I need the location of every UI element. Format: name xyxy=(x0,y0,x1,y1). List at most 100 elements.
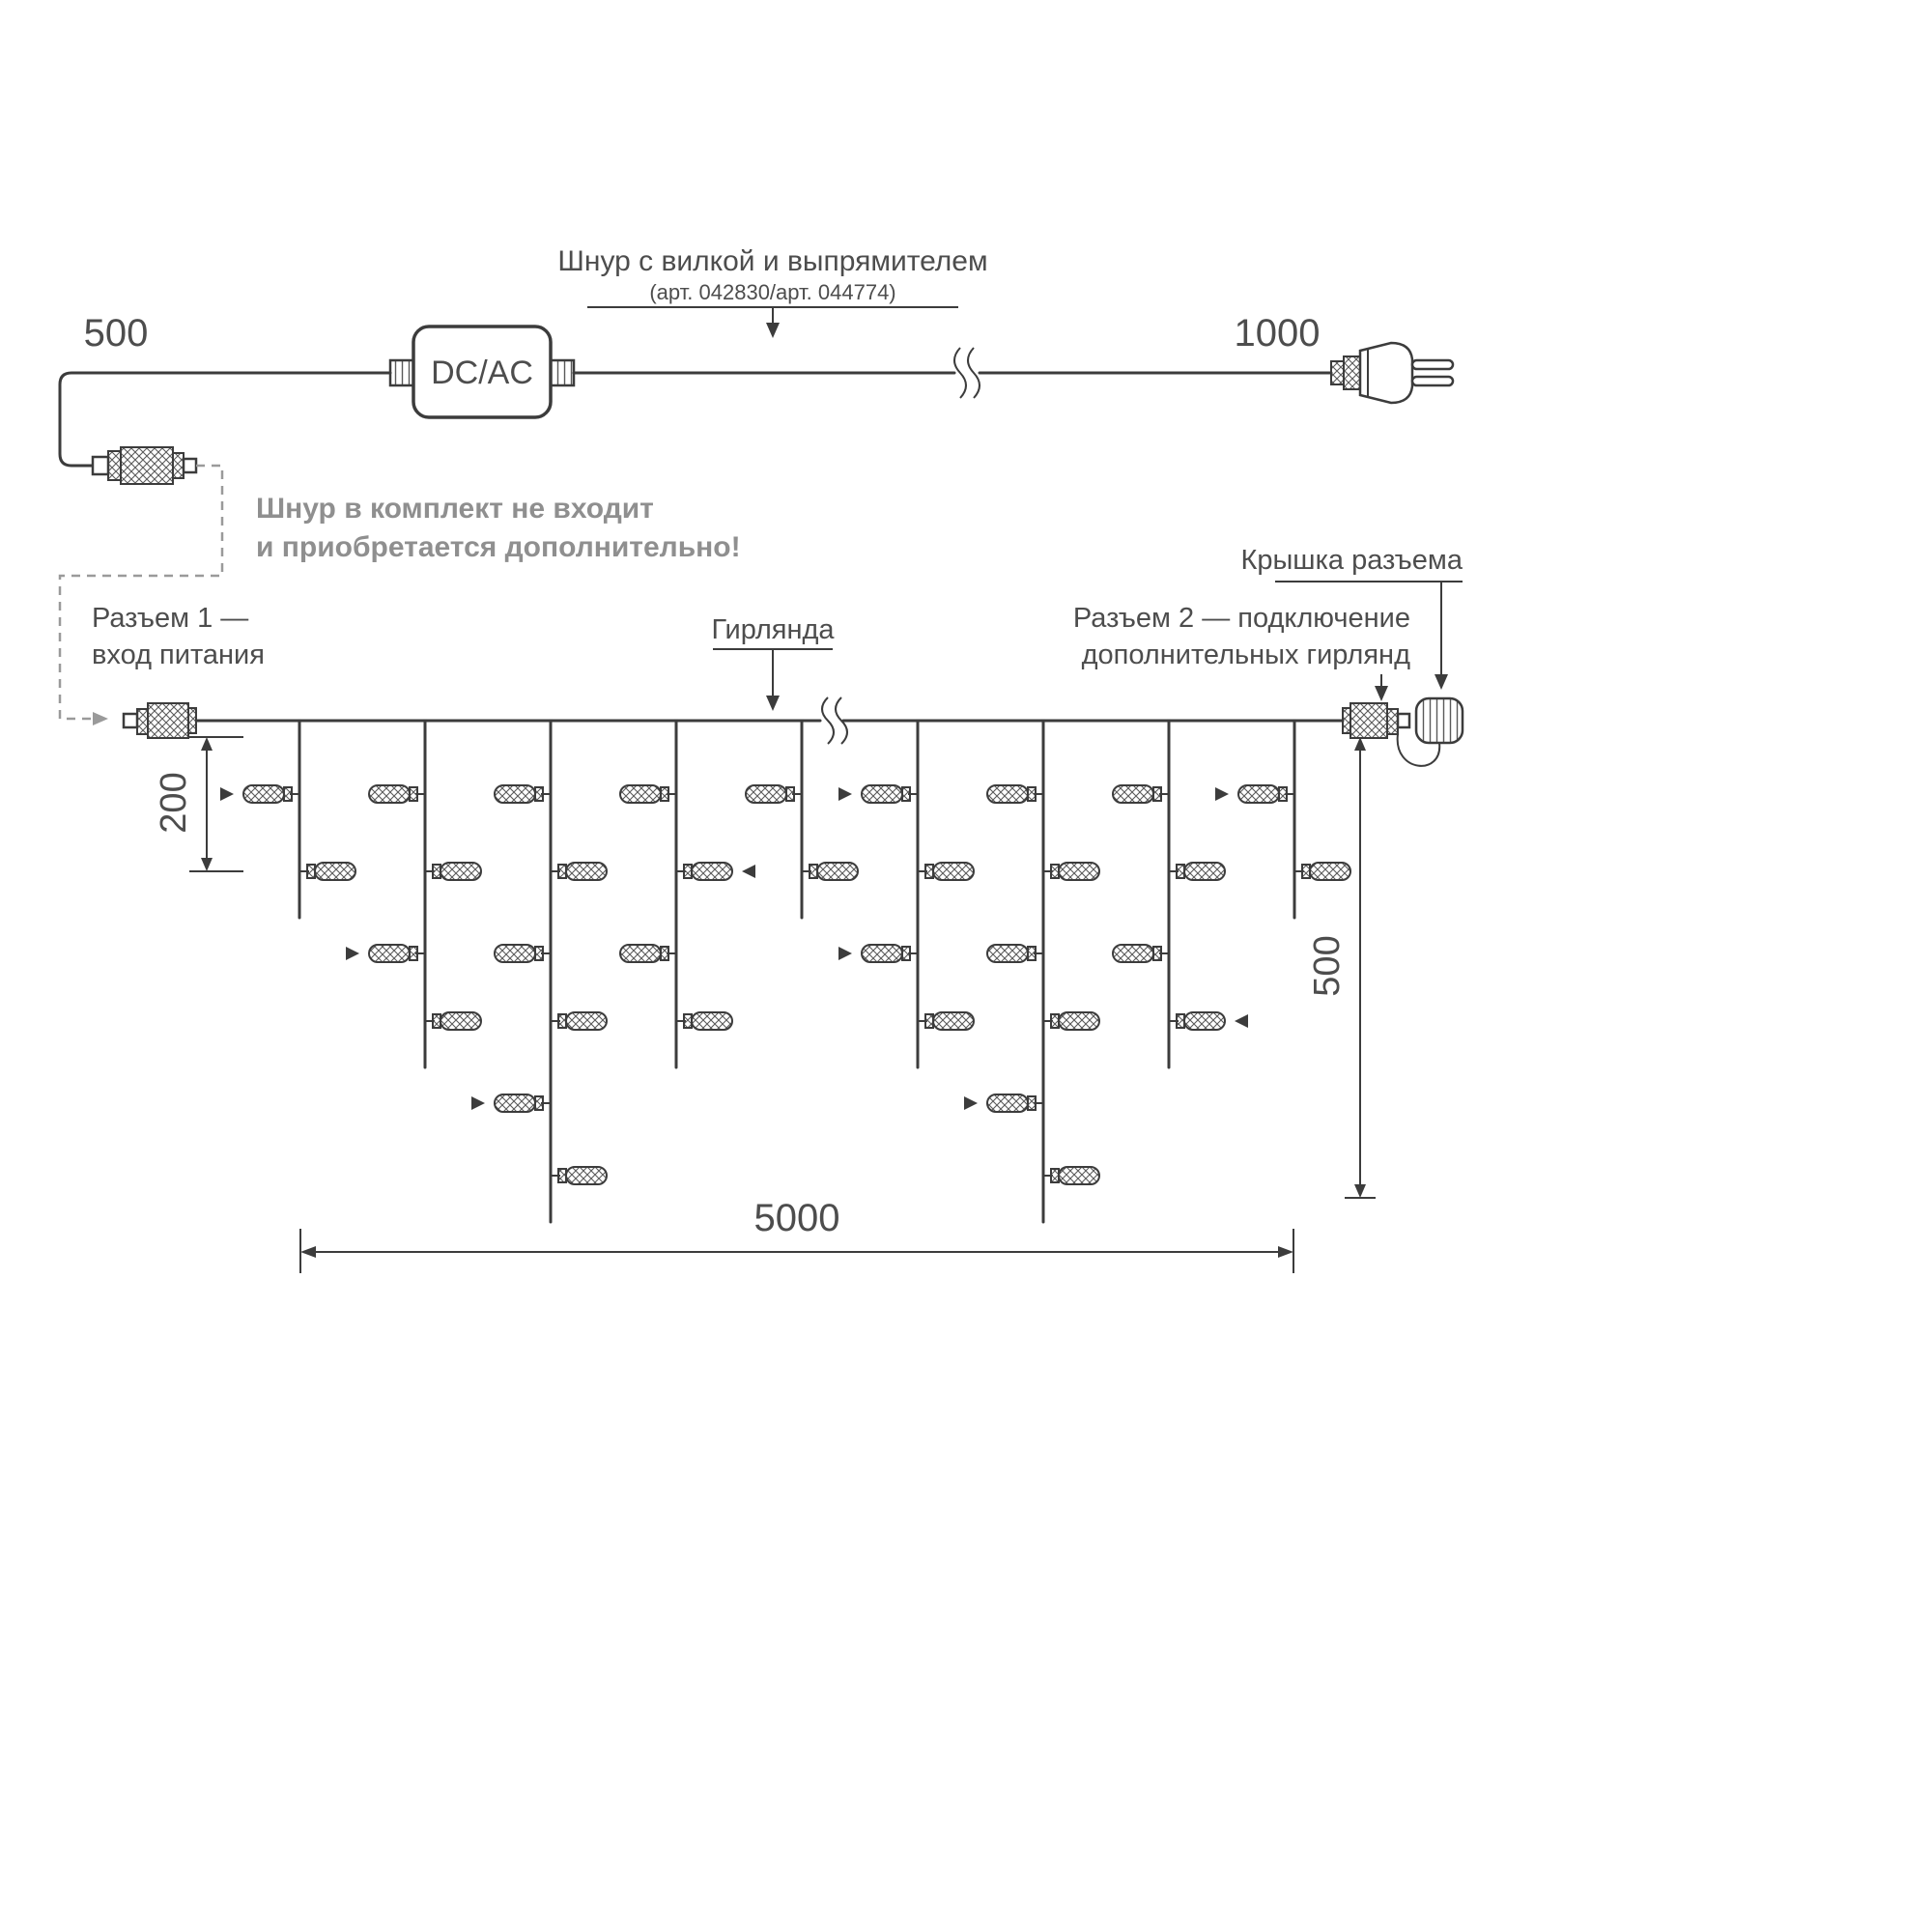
connector2-label-line2: дополнительных гирлянд xyxy=(1081,639,1410,670)
lamp-socket xyxy=(557,864,567,879)
dim-label-1000-cord: 1000 xyxy=(1234,312,1321,355)
lamp-socket xyxy=(1050,1013,1060,1029)
lamp-icon xyxy=(494,1094,536,1113)
lamp-icon xyxy=(745,784,787,804)
arrow-down-icon xyxy=(201,858,213,871)
arrow-right-icon xyxy=(1278,1246,1293,1258)
lamp-socket xyxy=(1278,786,1288,802)
lamp-socket xyxy=(924,864,934,879)
lamp-icon xyxy=(1112,784,1154,804)
connector-body xyxy=(120,446,174,485)
icicle-drop xyxy=(619,719,755,1069)
lamp-icon xyxy=(1058,1166,1100,1185)
lamp-socket xyxy=(557,1168,567,1183)
dcac-box xyxy=(412,325,553,419)
cap-tether xyxy=(1396,733,1441,767)
lamp-socket xyxy=(306,864,316,879)
lamp-icon xyxy=(619,784,662,804)
lamp-socket xyxy=(1027,786,1037,802)
connector-ring xyxy=(1386,708,1399,735)
connector-tail xyxy=(91,455,110,476)
lamp-icon xyxy=(986,1094,1029,1113)
wire-break-icon xyxy=(821,696,848,745)
connector2-label-line1: Разъем 2 — подключение xyxy=(1072,603,1410,634)
lamp-direction-marker-icon xyxy=(742,865,755,878)
connector-ring xyxy=(187,707,197,734)
lamp-socket xyxy=(534,786,544,802)
plug-prong xyxy=(1410,358,1455,371)
lamp-socket xyxy=(1176,864,1185,879)
lamp-socket xyxy=(283,786,293,802)
lamp-icon xyxy=(494,944,536,963)
arrow-down-icon xyxy=(766,323,780,338)
icicle-drop xyxy=(964,719,1100,1224)
icicle-drop xyxy=(745,719,859,920)
lamp-direction-marker-icon xyxy=(1215,787,1229,801)
lamp-socket xyxy=(901,946,911,961)
lamp-icon xyxy=(368,944,411,963)
dcac-left-nub xyxy=(388,358,415,387)
dim-label-200: 200 xyxy=(154,772,195,834)
cord-wire-left xyxy=(58,371,392,468)
dim-label-500-cord: 500 xyxy=(83,312,149,355)
lamp-socket xyxy=(901,786,911,802)
arrow-up-icon xyxy=(1354,737,1366,751)
lamp-socket xyxy=(1050,864,1060,879)
dim-label-500-drop: 500 xyxy=(1307,935,1349,997)
connector-ring xyxy=(172,452,185,479)
lamp-icon xyxy=(861,784,903,804)
lamp-socket xyxy=(557,1013,567,1029)
lamp-icon xyxy=(986,784,1029,804)
connector-ring xyxy=(107,450,122,481)
lamp-socket xyxy=(1027,946,1037,961)
lamp-icon xyxy=(1237,784,1280,804)
connector1-label-line2: вход питания xyxy=(92,639,265,670)
lamp-socket xyxy=(785,786,795,802)
arrow-up-icon xyxy=(201,737,213,751)
cord-title: Шнур с вилкой и выпрямителем xyxy=(557,245,988,277)
dimension-5000 xyxy=(299,1229,1294,1273)
dashed-connection-path xyxy=(58,464,224,721)
lamp-icon xyxy=(1058,862,1100,881)
lamp-icon xyxy=(1058,1011,1100,1031)
connector-tip xyxy=(1396,712,1411,729)
lamp-socket xyxy=(534,946,544,961)
lamp-socket xyxy=(683,1013,693,1029)
lamp-direction-marker-icon xyxy=(838,787,852,801)
connector-tail xyxy=(122,712,139,729)
dashed-arrow-icon xyxy=(93,712,108,725)
dcac-label: DC/AC xyxy=(431,355,533,391)
lamp-icon xyxy=(314,862,356,881)
lamp-socket xyxy=(683,864,693,879)
lamp-icon xyxy=(691,862,733,881)
lamp-socket xyxy=(432,864,441,879)
arrow-left-icon xyxy=(300,1246,316,1258)
lamp-icon xyxy=(242,784,285,804)
lamp-direction-marker-icon xyxy=(471,1096,485,1110)
lamp-icon xyxy=(816,862,859,881)
lamp-socket xyxy=(660,946,669,961)
lamp-icon xyxy=(440,1011,482,1031)
lamp-direction-marker-icon xyxy=(838,947,852,960)
connector-ring xyxy=(136,708,149,735)
plug-prong xyxy=(1410,375,1455,387)
garland-connector-2 xyxy=(1342,696,1464,767)
lamp-icon xyxy=(691,1011,733,1031)
icicle-drop xyxy=(1112,719,1248,1069)
lamp-socket xyxy=(1027,1095,1037,1111)
dim-label-5000: 5000 xyxy=(753,1197,840,1239)
garland-callout xyxy=(713,648,833,711)
cord-subtitle: (арт. 042830/арт. 044774) xyxy=(649,280,896,304)
cap-label: Крышка разъема xyxy=(1240,545,1463,576)
dimension-500 xyxy=(1345,737,1376,1199)
plug-collar xyxy=(1330,360,1345,385)
note-line2: и приобретается дополнительно! xyxy=(256,531,741,563)
lamp-socket xyxy=(924,1013,934,1029)
icicle-drop xyxy=(838,719,975,1069)
connector-body xyxy=(147,702,189,739)
lamp-socket xyxy=(1152,946,1162,961)
connector2-callout xyxy=(1375,674,1388,701)
lamp-direction-marker-icon xyxy=(220,787,234,801)
lamp-icon xyxy=(494,784,536,804)
